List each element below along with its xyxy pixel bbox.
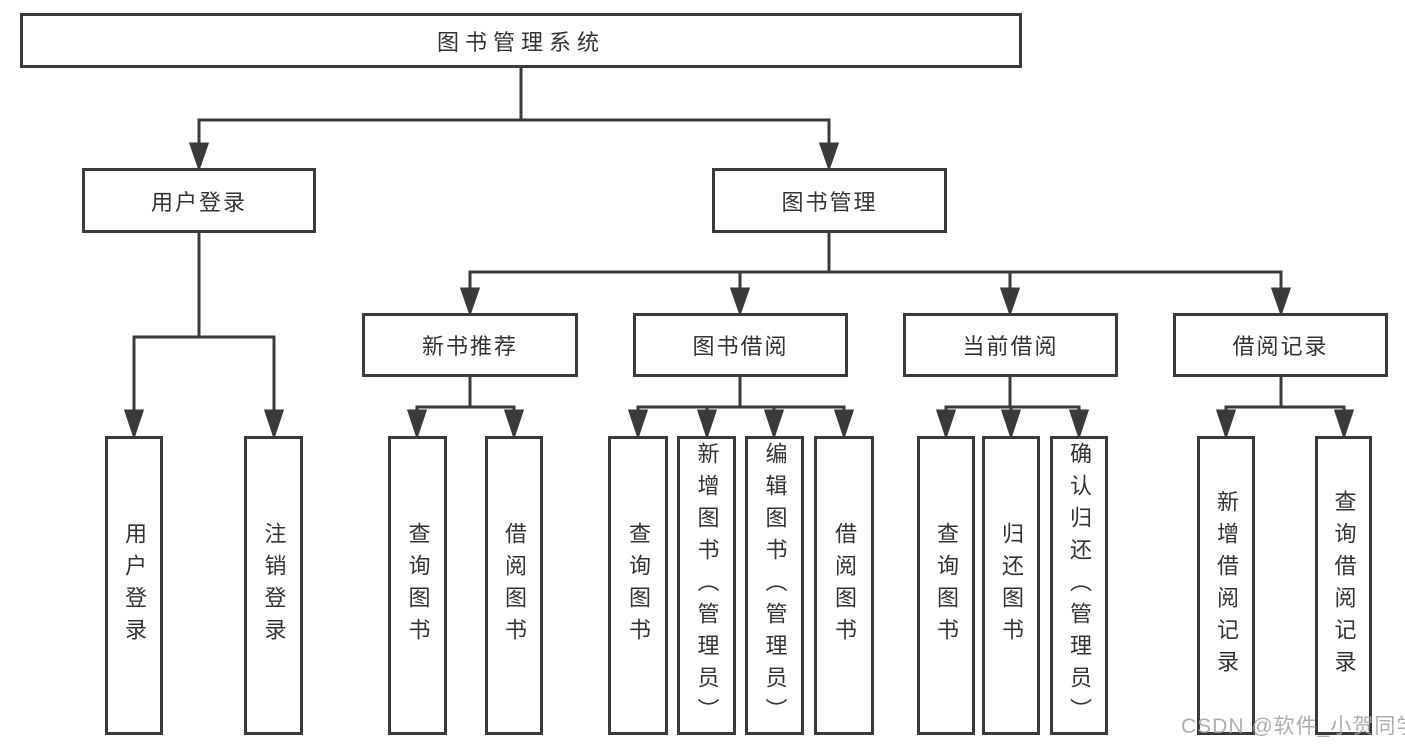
- arrow-down-icon: [1270, 287, 1292, 317]
- node-new-book-recommend: 新书推荐: [362, 313, 578, 377]
- arrow-down-icon: [406, 409, 428, 440]
- leaf-edit-books-admin: 编辑图书（管理员）: [745, 436, 804, 735]
- leaf-label: 新增图书（管理员）: [694, 441, 720, 730]
- arrow-down-icon: [1333, 409, 1355, 440]
- leaf-user-login: 用户登录: [105, 436, 163, 735]
- leaf-label: 确认归还（管理员）: [1067, 441, 1092, 730]
- arrow-down-icon: [459, 287, 481, 317]
- node-label: 图书借阅: [692, 334, 789, 359]
- arrow-down-icon: [188, 142, 210, 172]
- arrow-down-icon: [1000, 409, 1022, 440]
- node-label: 当前借阅: [962, 334, 1059, 359]
- leaf-label: 归还图书: [999, 521, 1024, 650]
- leaf-label: 借阅图书: [502, 521, 527, 650]
- arrow-down-icon: [818, 142, 840, 172]
- arrow-down-icon: [999, 287, 1021, 317]
- leaf-label: 借阅图书: [832, 521, 857, 650]
- leaf-query-books: 查询图书: [388, 436, 447, 735]
- leaf-label: 查询图书: [626, 521, 651, 650]
- node-label: 用户登录: [150, 189, 247, 215]
- leaf-label: 查询图书: [405, 521, 431, 650]
- node-book-borrow: 图书借阅: [633, 313, 848, 377]
- arrow-down-icon: [1068, 409, 1090, 440]
- leaf-borrow-books: 借阅图书: [485, 436, 543, 735]
- leaf-add-borrow-record: 新增借阅记录: [1197, 436, 1255, 735]
- arrow-down-icon: [935, 409, 957, 440]
- node-label: 新书推荐: [421, 334, 518, 359]
- arrow-down-icon: [1215, 409, 1237, 440]
- leaf-label: 查询借阅记录: [1331, 489, 1357, 682]
- leaf-label: 查询图书: [934, 521, 959, 650]
- leaf-return-books: 归还图书: [982, 436, 1040, 735]
- arrow-down-icon: [833, 409, 855, 440]
- leaf-borrow-books: 借阅图书: [814, 436, 874, 735]
- node-current-borrow: 当前借阅: [903, 313, 1118, 377]
- leaf-label: 用户登录: [122, 521, 147, 650]
- arrow-down-icon: [763, 409, 785, 440]
- arrow-down-icon: [729, 287, 751, 317]
- arrow-down-icon: [503, 409, 525, 440]
- leaf-confirm-return-admin: 确认归还（管理员）: [1050, 436, 1108, 735]
- node-label: 借阅记录: [1232, 334, 1329, 359]
- leaf-add-books-admin: 新增图书（管理员）: [677, 436, 736, 735]
- node-label: 图书管理: [781, 189, 878, 215]
- arrow-down-icon: [123, 409, 145, 440]
- leaf-query-books: 查询图书: [608, 436, 668, 735]
- leaf-query-books: 查询图书: [917, 436, 975, 735]
- node-borrow-records: 借阅记录: [1173, 313, 1388, 377]
- leaf-label: 编辑图书（管理员）: [762, 441, 788, 730]
- node-label: 图书管理系统: [436, 29, 605, 55]
- leaf-logout: 注销登录: [244, 436, 303, 735]
- arrow-down-icon: [696, 409, 718, 440]
- leaf-label: 新增借阅记录: [1214, 489, 1239, 682]
- arrow-down-icon: [627, 409, 649, 440]
- leaf-label: 注销登录: [261, 521, 287, 650]
- node-book-management: 图书管理: [712, 168, 947, 233]
- arrow-down-icon: [263, 409, 285, 440]
- csdn-watermark: CSDN @软件_小贺同学: [1181, 715, 1405, 738]
- leaf-query-borrow-record: 查询借阅记录: [1315, 436, 1372, 735]
- root-node-library-system: 图书管理系统: [20, 13, 1022, 68]
- node-user-login: 用户登录: [82, 168, 316, 233]
